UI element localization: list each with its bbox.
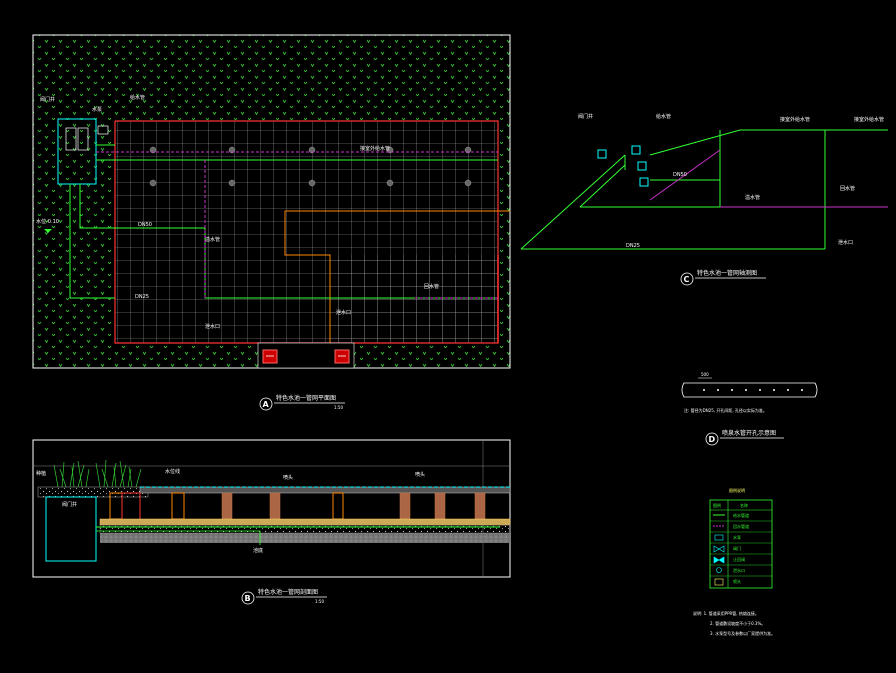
axon-label-1: 阀门井: [578, 113, 593, 120]
axon-pipes: [520, 129, 888, 250]
axon-label-9: 接室外给水管: [854, 116, 884, 123]
section-label-nozzle: 喷头: [283, 474, 293, 481]
view-caption-a: 特色水池一管网平面图: [276, 394, 336, 402]
note-3: 3. 水泵型号及参数以厂家提供为准。: [710, 630, 775, 636]
legend: 图例说明 图例 名称 给水管道 回水管道 水泵 阀门 止回阀 泄水口 喷头: [709, 487, 773, 589]
plan-label-drain: 溢水管: [205, 236, 220, 243]
section-label-nozzle-2: 喷头: [415, 471, 425, 478]
legend-row-7: 喷头: [733, 578, 741, 584]
view-caption-b: 特色水池一管网剖面图: [258, 588, 318, 596]
gravel-layer: [99, 524, 511, 534]
legend-header-symbol: 图例: [713, 502, 721, 508]
plan-label-pipe-branch: DN25: [135, 294, 149, 300]
legend-row-6: 泄水口: [733, 567, 745, 573]
section-valve-well: [45, 496, 97, 562]
soil-layer: [100, 533, 510, 543]
legend-row-5: 止回阀: [733, 556, 745, 562]
legend-row-4: 阀门: [733, 545, 741, 551]
view-mark-a-circle: [259, 397, 273, 411]
plan-view: 阀门井 水泵 给水管 水位-0.10 DN50 DN25 溢水管 接室外给水管 …: [32, 34, 511, 411]
axon-label-4: DN50: [673, 172, 687, 178]
plants: [53, 459, 142, 488]
legend-row-2: 回水管道: [733, 523, 749, 529]
axon-label-3: 接室外给水管: [780, 116, 810, 123]
outlet-marker-left: [262, 349, 278, 364]
section-frame: [32, 439, 511, 578]
view-mark-c: C: [684, 275, 690, 284]
pool-base-layer: [99, 518, 511, 526]
axon-label-8: 泄水口: [838, 239, 853, 246]
axon-label-6: 回水管: [840, 185, 855, 192]
plan-label-inlet: 给水管: [130, 94, 145, 101]
view-mark-b-circle: [241, 591, 255, 605]
view-mark-c-circle: [680, 272, 694, 286]
note-1: 说明: 1. 管道采用PPR管, 热熔连接。: [693, 610, 759, 616]
plan-label-outlet: 泄水口: [205, 323, 220, 330]
view-mark-b: B: [245, 594, 251, 603]
axon-label-5: 溢水管: [745, 194, 760, 201]
plan-label-pump: 水泵: [92, 106, 102, 113]
detail-dim: 500: [701, 372, 709, 377]
view-mark-a: A: [263, 400, 270, 409]
view-caption-c: 特色水池一管网轴测图: [697, 269, 757, 277]
axon-label-7: DN25: [626, 243, 640, 249]
view-caption-d: 喷泉水管开孔示意图: [722, 429, 776, 437]
section-label-well: 阀门井: [62, 501, 77, 508]
plan-label-valve-box: 阀门井: [40, 96, 55, 103]
plan-label-outlet-2: 泄水口: [336, 309, 351, 316]
detail-note: 注: 管径为DN25, 开孔间距, 孔径以实际为准。: [684, 407, 767, 413]
legend-header-name: 名称: [740, 502, 748, 508]
plan-label-return: 回水管: [424, 283, 439, 290]
outlet-marker-right: [334, 349, 350, 364]
view-mark-d-circle: [705, 432, 719, 446]
general-notes: 说明: 1. 管道采用PPR管, 热熔连接。 2. 管道敷设坡度不小于0.3%。…: [693, 610, 775, 636]
view-scale-a: 1:50: [334, 405, 343, 410]
section-label-planting: 种植: [36, 470, 46, 477]
pipe-detail-view: 500 注: 管径为DN25, 开孔间距, 孔径以实际为准。 D 喷泉水管开孔示…: [681, 372, 818, 446]
note-2: 2. 管道敷设坡度不小于0.3%。: [710, 620, 765, 626]
legend-title: 图例说明: [729, 487, 745, 493]
plan-label-pipe-main: DN50: [138, 222, 152, 228]
legend-row-3: 水泵: [733, 534, 741, 540]
return-pipes: [96, 151, 498, 300]
axon-return: [649, 149, 888, 208]
axon-label-2: 给水管: [656, 113, 671, 120]
view-scale-b: 1:50: [315, 599, 324, 604]
pipe-detail-shape: [681, 382, 818, 398]
legend-row-1: 给水管道: [733, 512, 749, 518]
section-label-base: 池底: [253, 547, 263, 554]
section-view: 种植 阀门井 水位线 喷头 池底 喷头 B 特色水池一管网剖面图 1:50: [32, 439, 511, 605]
axon-view: 阀门井 给水管 接室外给水管 DN50 溢水管 回水管 DN25 泄水口 接室外…: [520, 113, 888, 286]
legend-rows: [710, 520, 772, 577]
plan-label-level: 水位-0.10: [36, 218, 59, 225]
view-mark-d: D: [709, 435, 716, 444]
section-label-water: 水位线: [165, 468, 180, 475]
level-marker-icon: [44, 229, 52, 233]
legend-table: [709, 499, 773, 589]
plan-label-supply-right: 接室外给水管: [360, 145, 390, 152]
ground-layer: [37, 486, 149, 498]
